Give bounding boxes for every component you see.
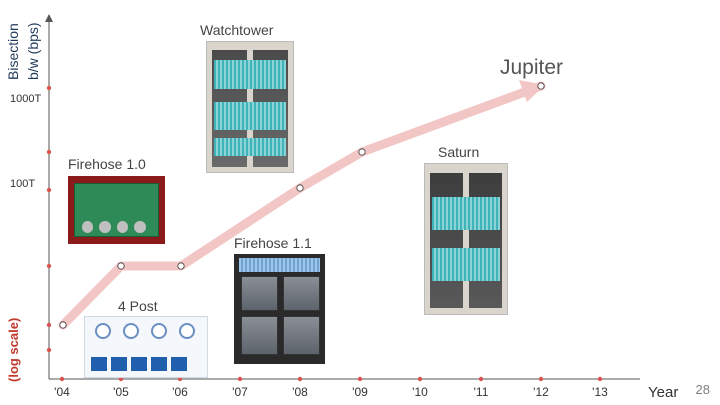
x-tick-dot-6 (417, 376, 423, 382)
log-scale-note: (log scale) (6, 317, 21, 382)
4-post-topology-diagram (84, 316, 208, 378)
x-axis-title: Year (648, 384, 678, 401)
y-axis-label-line2: b/w (bps) (25, 22, 41, 80)
x-tick-label-6: '10 (412, 385, 428, 399)
slide-number: 28 (695, 382, 710, 397)
data-point-jupiter (537, 82, 545, 90)
label-jupiter: Jupiter (500, 56, 564, 79)
y-axis-dot-1 (46, 149, 52, 155)
y-tick-label-1000T: 1000T (10, 93, 41, 105)
label-firehose-1-0: Firehose 1.0 (68, 156, 146, 172)
data-point-4-post (59, 321, 67, 329)
x-tick-label-7: '11 (474, 385, 489, 399)
x-tick-label-1: '05 (113, 385, 129, 399)
data-point-watchtower (296, 184, 304, 192)
x-tick-label-0: '04 (54, 385, 70, 399)
data-point-saturn (358, 148, 366, 156)
x-tick-dot-3 (237, 376, 243, 382)
trend-line (58, 81, 546, 330)
x-tick-label-3: '07 (232, 385, 248, 399)
x-tick-dot-7 (478, 376, 484, 382)
x-tick-dot-5 (357, 376, 363, 382)
firehose-1-1-photo (234, 254, 325, 364)
y-axis-dot-2 (46, 187, 52, 193)
y-axis-label-line1: Bisection (5, 23, 21, 80)
x-tick-dot-9 (597, 376, 603, 382)
label-watchtower: Watchtower (200, 22, 274, 38)
y-axis-dot-5 (46, 347, 52, 353)
x-tick-label-9: '13 (592, 385, 608, 399)
label-firehose-1-1: Firehose 1.1 (234, 235, 312, 251)
x-tick-dot-0 (59, 376, 65, 382)
y-tick-label-100T: 100T (10, 178, 35, 190)
label-4-post: 4 Post (118, 298, 158, 314)
firehose-1-0-photo (68, 176, 165, 244)
y-axis-dot-4 (46, 322, 52, 328)
x-tick-label-2: '06 (172, 385, 188, 399)
label-saturn: Saturn (438, 144, 480, 160)
data-point-firehose-1-1 (177, 262, 185, 270)
y-axis-dot-0 (46, 85, 52, 91)
x-tick-label-8: '12 (533, 385, 549, 399)
x-tick-label-5: '09 (352, 385, 368, 399)
y-axis-arrowhead (45, 14, 53, 22)
saturn-photo (424, 163, 508, 315)
x-tick-label-4: '08 (292, 385, 308, 399)
x-tick-dot-4 (297, 376, 303, 382)
x-tick-dot-8 (538, 376, 544, 382)
y-axis-dot-3 (46, 263, 52, 269)
watchtower-photo (206, 41, 294, 173)
data-point-firehose-1-0 (117, 262, 125, 270)
